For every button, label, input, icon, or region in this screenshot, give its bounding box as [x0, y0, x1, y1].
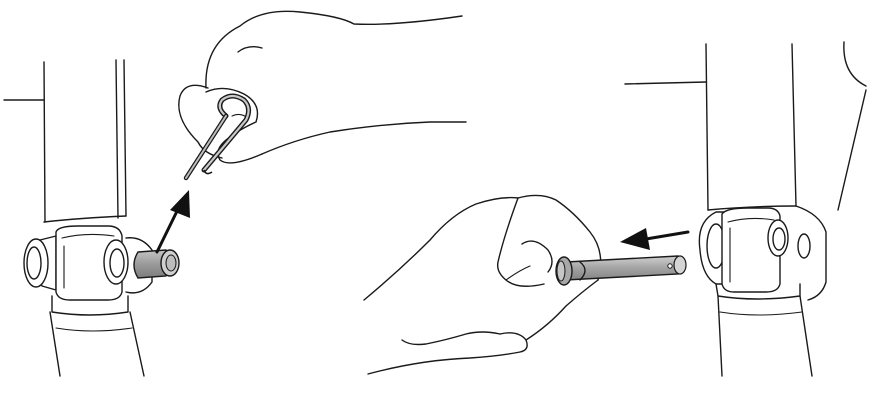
right-clevis-bracket — [699, 208, 810, 292]
clevis-pin-icon — [134, 250, 179, 278]
arrow-icon — [620, 228, 688, 250]
left-panel — [4, 11, 466, 376]
left-frame-strut — [4, 60, 126, 222]
right-panel — [364, 42, 866, 376]
left-clevis-bracket — [24, 226, 152, 300]
cotter-pin-icon — [186, 96, 249, 178]
arrow-icon — [157, 190, 190, 252]
right-cylinder — [716, 284, 812, 376]
hand-icon — [179, 11, 466, 163]
left-cylinder — [50, 296, 144, 376]
clevis-pin-icon — [556, 256, 686, 285]
